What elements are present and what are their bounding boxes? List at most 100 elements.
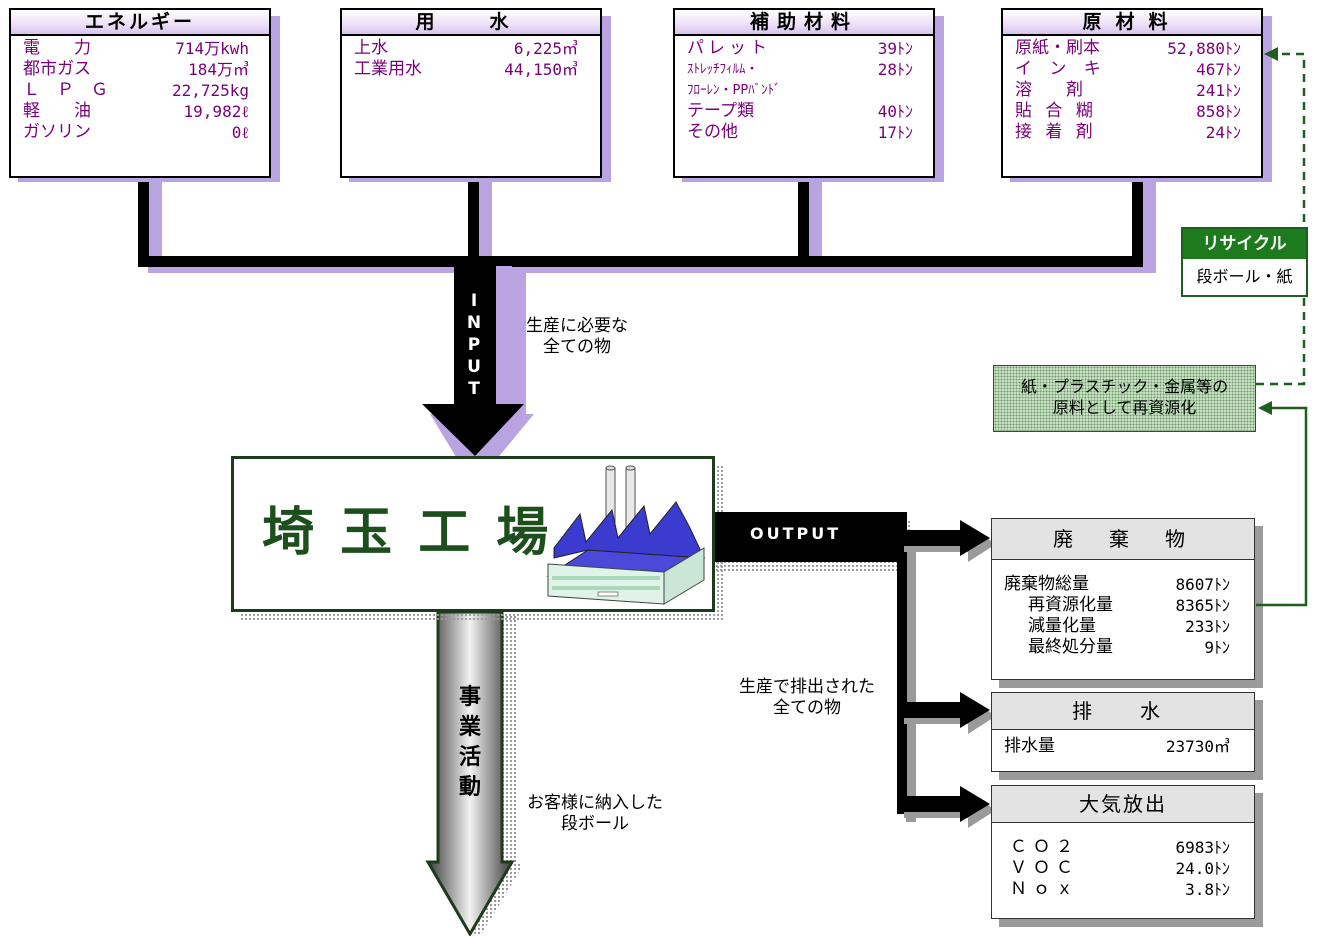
business-letter: 活 xyxy=(458,745,481,770)
recycle-body: 段ボール・紙 xyxy=(1196,267,1293,286)
input-arrow xyxy=(422,262,534,460)
waste-title: 廃 棄 物 xyxy=(992,519,1254,560)
row-label: その他 xyxy=(687,122,738,142)
connector-energy xyxy=(138,178,149,266)
factory-icon xyxy=(546,465,706,605)
factory-name: 埼 玉 工 場 xyxy=(262,503,553,563)
output-caption: 生産で排出された 全ての物 xyxy=(722,677,892,719)
output-label: OUTPUT xyxy=(750,524,842,543)
input-caption-line2: 全ての物 xyxy=(543,337,611,357)
row-label: 原紙・刷本 xyxy=(1015,38,1100,58)
aux-row: ｽﾄﾚｯﾁﾌｨﾙﾑ・28ﾄﾝ xyxy=(687,59,913,80)
row-value: 24ﾄﾝ xyxy=(1205,123,1241,142)
row-value: 44,150㎥ xyxy=(504,60,578,79)
waste-row: 再資源化量 8365ﾄﾝ xyxy=(1004,595,1230,616)
energy-row: 都市ガス 184万㎥ xyxy=(23,59,249,80)
input-letter: T xyxy=(468,379,480,399)
raw-row: イ ン キ 467ﾄﾝ xyxy=(1015,59,1241,80)
connector-raw xyxy=(1132,178,1143,266)
output-bar xyxy=(715,512,905,562)
input-caption-line1: 生産に必要な xyxy=(526,316,628,336)
business-label: 事 業 活 動 xyxy=(452,683,488,803)
row-value: 184万㎥ xyxy=(188,60,249,79)
business-letter: 事 xyxy=(458,685,481,710)
row-value: 8607ﾄﾝ xyxy=(1175,575,1230,594)
row-label: ｽﾄﾚｯﾁﾌｨﾙﾑ・ xyxy=(687,62,759,77)
input-label: I N P U T xyxy=(462,290,486,400)
recycle-box: リサイクル 段ボール・紙 xyxy=(1181,227,1308,297)
row-value: 8365ﾄﾝ xyxy=(1175,596,1230,615)
row-label: 再資源化量 xyxy=(1028,595,1113,615)
drainage-arrow xyxy=(900,692,996,734)
waste-arrow xyxy=(900,520,996,562)
aux-title: 補助材料 xyxy=(675,10,933,36)
row-label: Ｌ Ｐ Ｇ xyxy=(23,80,108,100)
input-caption: 生産に必要な 全ての物 xyxy=(512,316,642,358)
raw-row: 原紙・刷本 52,880ﾄﾝ xyxy=(1015,38,1241,59)
row-value: 9ﾄﾝ xyxy=(1204,638,1230,657)
input-letter: P xyxy=(467,335,481,355)
resource-line1: 紙・プラスチック・金属等の xyxy=(1020,377,1229,396)
row-label: ＣＯ２ xyxy=(1010,837,1079,857)
output-trunk xyxy=(897,512,907,814)
row-label: ガソリン xyxy=(23,122,91,142)
recycle-title: リサイクル xyxy=(1183,229,1306,259)
business-caption: お客様に納入した 段ボール xyxy=(500,793,690,835)
connector-aux xyxy=(798,178,809,266)
row-value: 52,880ﾄﾝ xyxy=(1167,39,1241,58)
row-value: 19,982ℓ xyxy=(183,102,249,121)
recycle-lines xyxy=(1256,47,1308,607)
row-value: 858ﾄﾝ xyxy=(1196,102,1241,121)
energy-row: Ｌ Ｐ Ｇ 22,725kg xyxy=(23,80,249,101)
output-caption-line2: 全ての物 xyxy=(773,698,841,718)
row-label: ＶＯＣ xyxy=(1010,858,1079,878)
row-value: 714万kwh xyxy=(175,39,249,58)
row-value: 22,725kg xyxy=(171,81,249,100)
raw-title: 原材料 xyxy=(1003,10,1261,36)
row-value: 467ﾄﾝ xyxy=(1196,60,1241,79)
aux-row: ﾌﾛｰﾚﾝ・PPﾊﾞﾝﾄﾞ xyxy=(687,80,913,101)
resource-box: 紙・プラスチック・金属等の 原料として再資源化 xyxy=(993,365,1256,432)
business-letter: 業 xyxy=(458,715,481,740)
row-label: イ ン キ xyxy=(1015,59,1107,79)
row-label: ﾌﾛｰﾚﾝ・PPﾊﾞﾝﾄﾞ xyxy=(687,83,781,98)
row-label: 減量化量 xyxy=(1028,616,1096,636)
row-value: 241ﾄﾝ xyxy=(1196,81,1241,100)
collector-line xyxy=(138,256,1143,267)
row-value: 6,225㎥ xyxy=(513,39,578,58)
row-label: 貼 合 糊 xyxy=(1015,101,1097,121)
row-label: 工業用水 xyxy=(354,59,422,79)
input-letter: N xyxy=(466,313,482,333)
air-title: 大気放出 xyxy=(992,786,1254,823)
business-caption-line2: 段ボール xyxy=(561,814,629,834)
aux-row: その他 17ﾄﾝ xyxy=(687,122,913,143)
row-value: 40ﾄﾝ xyxy=(877,102,913,121)
business-letter: 動 xyxy=(458,775,481,800)
row-value: 23730㎥ xyxy=(1165,737,1230,756)
input-letter: I xyxy=(470,291,478,311)
row-value: 39ﾄﾝ xyxy=(877,39,913,58)
water-title: 用 水 xyxy=(342,10,600,36)
row-value: 17ﾄﾝ xyxy=(877,123,913,142)
row-label: Ｎｏｘ xyxy=(1010,879,1079,899)
raw-row: 貼 合 糊 858ﾄﾝ xyxy=(1015,101,1241,122)
row-label: 都市ガス xyxy=(23,59,91,79)
resource-line2: 原料として再資源化 xyxy=(1052,398,1197,417)
